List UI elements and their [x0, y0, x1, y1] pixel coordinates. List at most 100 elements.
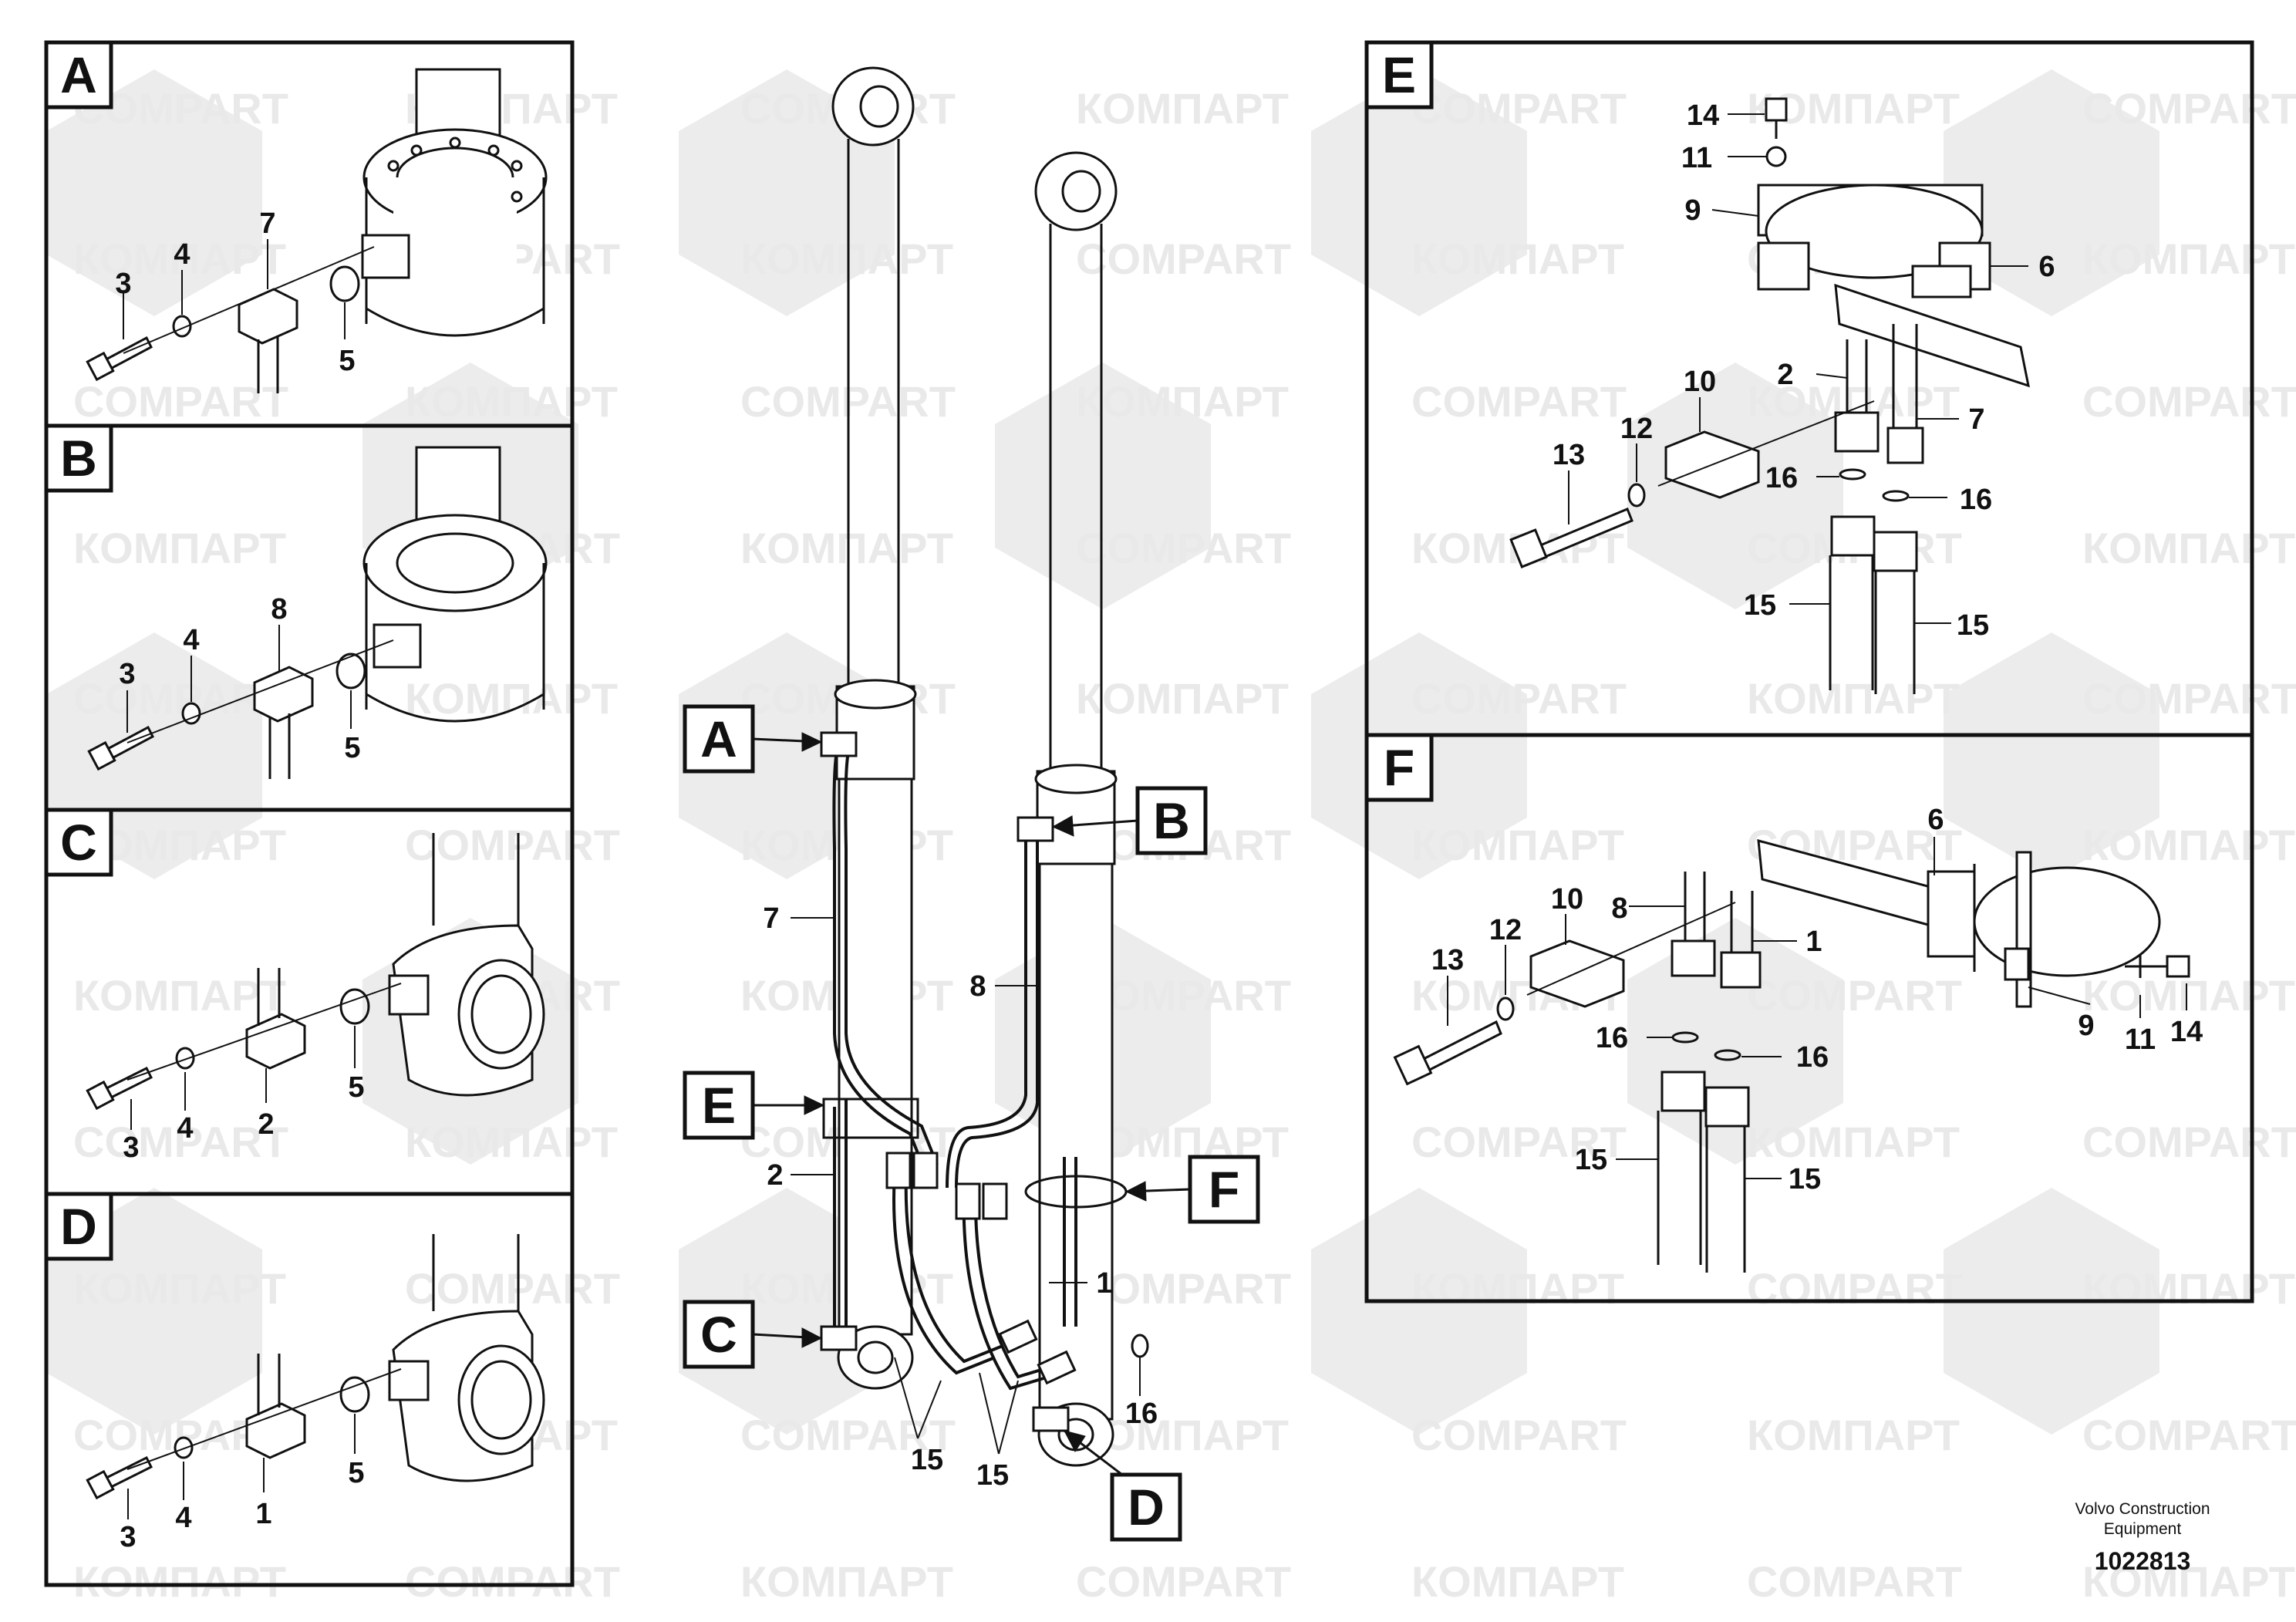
watermark-text: COMPART [2082, 1411, 2296, 1459]
detail-panel-e: E [1364, 40, 2055, 694]
watermark-text: КОМПАРТ [1747, 1118, 1960, 1166]
panel-f-label-10: 10 [1551, 883, 1583, 916]
panel-e-label-15a: 15 [1744, 589, 1776, 622]
panel-a-label-3: 3 [115, 268, 131, 300]
panel-f-label-13: 13 [1431, 944, 1464, 976]
center-label-15b: 15 [976, 1459, 1009, 1492]
watermark-text: COMPART [1747, 1264, 1962, 1313]
panel-f-label-14: 14 [2170, 1016, 2203, 1048]
center-label-7: 7 [763, 902, 779, 935]
watermark-text: КОМПАРТ [1411, 1264, 1624, 1313]
center-label-1: 1 [1096, 1267, 1112, 1300]
watermark-text: КОМПАРТ [2082, 821, 2295, 869]
panel-f-letter: F [1384, 739, 1414, 796]
panel-f-label-6: 6 [1927, 804, 1944, 836]
center-label-2: 2 [767, 1159, 783, 1192]
watermark-text: COMPART [405, 1264, 620, 1313]
panel-f-label-16a: 16 [1596, 1022, 1628, 1054]
watermark-text: КОМПАРТ [1411, 821, 1624, 869]
panel-f-label-16b: 16 [1796, 1041, 1829, 1074]
callout-a-letter: A [700, 710, 737, 767]
detail-panel-a: A [44, 40, 548, 393]
panel-e-label-12: 12 [1620, 413, 1653, 445]
watermark-text: COMPART [1411, 377, 1627, 426]
drawing-footer: Volvo Construction Equipment 1022813 [2075, 1500, 2210, 1575]
watermark-text: COMPART [1076, 234, 1291, 283]
watermark-text: COMPART [73, 1118, 288, 1166]
panel-b-label-8: 8 [271, 593, 287, 626]
panel-e-letter: E [1382, 46, 1416, 103]
watermark-text: КОМПАРТ [405, 377, 618, 426]
panel-e-label-2: 2 [1777, 359, 1793, 391]
callout-d [1064, 1429, 1182, 1542]
watermark-text: КОМПАРТ [740, 524, 953, 572]
panel-e-label-16a: 16 [1765, 462, 1798, 494]
watermark-text: COMPART [73, 674, 288, 723]
panel-e-label-6: 6 [2038, 251, 2055, 283]
panel-e-label-7: 7 [1968, 403, 1984, 436]
watermark-text: КОМПАРТ [1411, 1557, 1624, 1606]
panel-c-letter: C [60, 814, 97, 871]
panel-f-label-15a: 15 [1575, 1144, 1607, 1176]
watermark-text: КОМПАРТ [2082, 234, 2295, 283]
watermark-text: COMPART [2082, 1118, 2296, 1166]
callout-f [1124, 1155, 1260, 1224]
watermark-text: COMPART [2082, 377, 2296, 426]
panel-e-label-13: 13 [1553, 439, 1585, 471]
panel-a-label-4: 4 [174, 238, 190, 271]
watermark-text: COMPART [405, 821, 620, 869]
watermark-text: COMPART [1411, 1118, 1627, 1166]
drawing-number: 1022813 [2095, 1547, 2191, 1575]
panel-c-label-4: 4 [177, 1112, 193, 1145]
watermark-text: КОМПАРТ [405, 1118, 618, 1166]
watermark-text: КОМПАРТ [73, 524, 286, 572]
panel-b-label-4: 4 [183, 624, 199, 656]
watermark-text: COMPART [1076, 1557, 1291, 1606]
panel-f-label-9: 9 [2078, 1010, 2094, 1042]
watermark-text: COMPART [1411, 84, 1627, 133]
panel-a-label-7: 7 [259, 207, 275, 240]
panel-c-label-5: 5 [348, 1071, 364, 1104]
panel-f-label-8: 8 [1611, 892, 1627, 925]
panel-f-label-11: 11 [2125, 1023, 2156, 1056]
watermark-text: КОМПАРТ [1076, 377, 1289, 426]
right-panel-frame [1364, 40, 2254, 1303]
panel-e-label-15b: 15 [1957, 609, 1989, 642]
detail-panel-d: D 3 4 1 5 [44, 1192, 545, 1553]
panel-b-letter: B [60, 430, 97, 487]
panel-d-label-3: 3 [120, 1521, 136, 1553]
callout-b [1051, 786, 1208, 855]
watermark-text: КОМПАРТ [2082, 524, 2295, 572]
watermark-text: COMPART [1076, 524, 1291, 572]
watermark-text: КОМПАРТ [1076, 674, 1289, 723]
panel-f-label-12: 12 [1489, 914, 1522, 946]
center-label-16: 16 [1125, 1398, 1158, 1430]
watermark-text: КОМПАРТ [73, 1264, 286, 1313]
callout-d-letter: D [1128, 1479, 1165, 1536]
watermark-text: COMPART [1411, 674, 1627, 723]
panel-b-label-5: 5 [344, 732, 360, 764]
cylinder-assembly [791, 66, 1149, 1467]
watermark-text: COMPART [2082, 84, 2296, 133]
watermark-text: COMPART [1747, 1557, 1962, 1606]
panel-b-label-3: 3 [119, 658, 135, 690]
watermark-text: COMPART [1747, 971, 1962, 1020]
panel-a-label-5: 5 [339, 345, 355, 377]
callout-b-letter: B [1153, 792, 1190, 849]
callout-e-letter: E [702, 1077, 736, 1134]
watermark-text: КОМПАРТ [2082, 1264, 2295, 1313]
watermark-text: КОМПАРТ [405, 674, 618, 723]
watermark-text: КОМПАРТ [740, 1557, 953, 1606]
panel-e-label-10: 10 [1684, 366, 1716, 398]
center-label-8: 8 [969, 970, 986, 1003]
watermark-text: COMPART [73, 377, 288, 426]
panel-e-label-9: 9 [1684, 194, 1701, 227]
panel-d-letter: D [60, 1198, 97, 1255]
callout-e [683, 1071, 825, 1140]
detail-panel-f: F [1364, 733, 2203, 1273]
callout-c-letter: C [700, 1306, 737, 1363]
callout-a [683, 704, 823, 774]
panel-f-label-1: 1 [1805, 926, 1822, 958]
panel-d-label-5: 5 [348, 1457, 364, 1489]
detail-panel-c: C 3 4 2 5 [44, 808, 545, 1164]
